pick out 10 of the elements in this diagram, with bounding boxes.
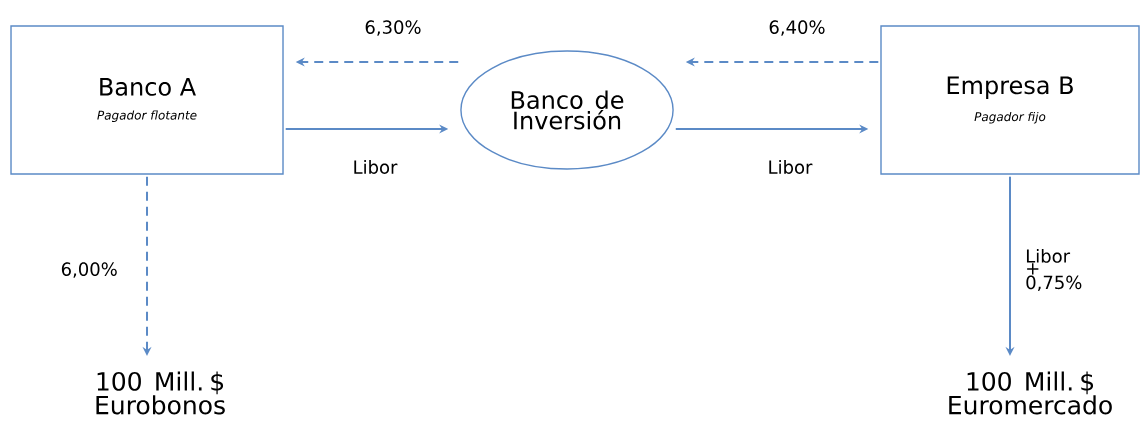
edge-label: 6,30% <box>365 20 421 36</box>
edge-label: 6,00% <box>61 262 117 278</box>
party-box: Empresa B Pagador fijo <box>880 25 1140 175</box>
amount-text: 100 Mill. $ Euromercado <box>949 371 1112 415</box>
edge-label: Libor <box>354 160 398 174</box>
amount-text: 100 Mill. $ Eurobonos <box>96 371 225 415</box>
party-box: Banco A Pagador flotante <box>10 25 284 175</box>
edge-label: Libor + 0,75% <box>1026 248 1082 292</box>
edge-label: Libor <box>769 160 813 174</box>
edge-label: 6,40% <box>769 20 825 36</box>
